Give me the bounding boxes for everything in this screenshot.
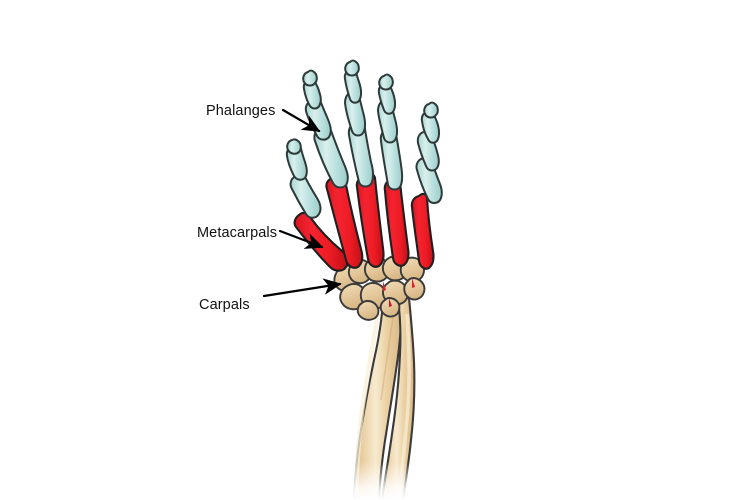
- phalanx-middle-tip: [344, 59, 360, 77]
- carpal-joint-sliver-3: [389, 298, 392, 307]
- carpals-leader-line: [262, 278, 342, 298]
- phalanx-index-tip: [302, 69, 318, 87]
- metacarpals-leader-arrow: [278, 229, 324, 249]
- phalanx-thumb-tip: [286, 138, 302, 155]
- metacarpals-group: [293, 172, 435, 272]
- annotation-leaders-group: [262, 108, 342, 298]
- carpal-joint-sliver-2: [412, 278, 415, 288]
- carpal-bone-distal-small: [356, 300, 380, 321]
- phalanx-ring-tip: [378, 73, 394, 91]
- carpal-bone-distal-small-2: [379, 297, 401, 318]
- phalanx-thumb-proximal: [289, 171, 322, 219]
- phalanges-leader-arrow: [281, 108, 321, 133]
- carpal-joint-sliver-1: [383, 281, 386, 291]
- forearm-bones-group: [330, 296, 440, 500]
- radius-shading: [380, 309, 395, 401]
- phalanx-little-tip: [423, 101, 439, 119]
- carpal-bone-pisiform: [403, 277, 426, 301]
- forearm-fade-mask: [330, 400, 440, 500]
- label-metacarpals: Metacarpals: [197, 225, 278, 241]
- metacarpal-4-ring: [383, 176, 410, 267]
- label-carpals: Carpals: [199, 297, 250, 313]
- label-phalanges: Phalanges: [206, 103, 276, 119]
- metacarpal-3-middle: [355, 172, 385, 268]
- phalanges-group: [285, 59, 443, 219]
